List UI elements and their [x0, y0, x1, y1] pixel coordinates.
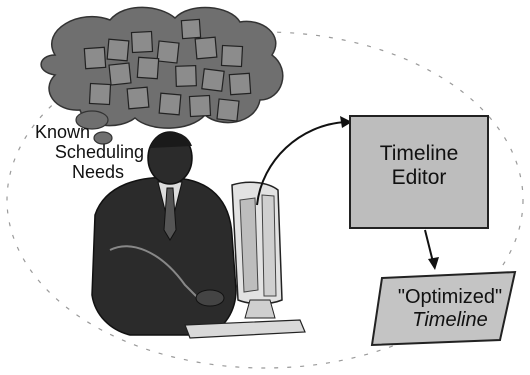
known-needs-label: Known Scheduling Needs: [30, 123, 150, 183]
editor-line2: Editor: [391, 166, 447, 190]
sticky-note-icon: [175, 65, 197, 87]
sticky-note-icon: [220, 44, 244, 68]
timeline-editor-box: [349, 115, 489, 229]
sticky-note-icon: [188, 94, 212, 118]
sticky-note-icon: [126, 86, 150, 110]
sticky-note-icon: [180, 18, 202, 40]
arrow-to-result: [424, 229, 439, 270]
sticky-note-icon: [216, 98, 240, 122]
sticky-note-icon: [158, 92, 182, 116]
sticky-note-icon: [228, 72, 252, 96]
sticky-note-icon: [156, 40, 180, 64]
timeline-editor-label: Timeline Editor: [349, 142, 489, 190]
known-needs-line2: Scheduling: [54, 142, 144, 162]
sticky-note-icon: [130, 30, 154, 54]
sticky-note-icon: [194, 36, 218, 60]
person-at-computer-icon: [91, 131, 306, 339]
editor-line1: Timeline: [379, 142, 459, 165]
sticky-note-icon: [201, 68, 225, 92]
arrow-to-editor: [256, 116, 352, 206]
sticky-note-icon: [83, 46, 107, 70]
sticky-note-icon: [108, 62, 132, 86]
result-box: [370, 270, 517, 347]
sticky-note-icon: [88, 82, 112, 106]
result-line1: "Optimized": [397, 286, 503, 308]
optimized-timeline-label: "Optimized" Timeline: [380, 286, 520, 332]
known-needs-line1: Known: [34, 122, 90, 142]
sticky-note-icon: [136, 56, 160, 80]
sticky-notes: [83, 18, 252, 122]
result-line2: Timeline: [412, 309, 488, 331]
known-needs-line3: Needs: [71, 162, 124, 182]
sticky-note-icon: [106, 38, 130, 62]
